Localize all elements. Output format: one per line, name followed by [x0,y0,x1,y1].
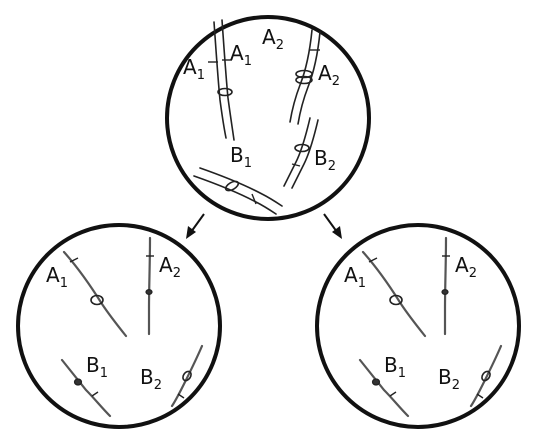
right-label-b1: B1 [384,353,406,381]
parent-b2-chromatid-1 [283,117,311,187]
right-b2-tick [476,393,484,399]
right-a1-chromatid [361,250,427,338]
right-a1-centromere [389,294,403,306]
left-label-b1: B1 [86,353,108,381]
parent-a1-chromatid-2 [221,19,235,141]
parent-label-a2-right: A2 [318,61,340,89]
parent-b2-chromatid-2 [291,119,319,189]
arrow-left-shaft [190,213,205,233]
left-label-b2: B2 [140,365,162,393]
parent-label-b1: B1 [230,143,252,171]
left-b2-centromere [182,370,192,382]
parent-chromosome-b2-pair [283,117,319,189]
left-a1-chromatid [62,250,128,338]
right-b2-chromatid [469,344,503,408]
parent-b2-centromere [294,143,310,153]
left-a2-chromatid [147,236,152,336]
right-a2-centromere [441,289,449,296]
right-chromosome-b2 [469,344,503,408]
right-b2-centromere [481,370,491,382]
right-chromosome-a1 [361,250,427,338]
parent-a2-centromere-2 [295,75,313,85]
left-a2-centromere [145,289,153,296]
arrow-to-right-daughter [323,213,342,239]
left-a1-tick [69,257,79,263]
right-b1-chromatid [358,358,410,418]
left-label-a1: A1 [46,263,68,291]
right-b1-centromere [371,378,381,386]
parent-a2-chromatid-1 [289,29,313,123]
right-label-a2: A2 [455,253,477,281]
right-a1-tick [368,257,378,263]
left-b1-tick [91,391,99,397]
parent-cell: A1 A1 A2 A2 B1 B2 [165,15,371,221]
parent-b1-centromere [224,180,240,192]
arrow-left-head [186,226,196,239]
parent-a2-centromere-1 [295,69,313,79]
right-chromosome-a2 [441,236,450,336]
right-b1-tick [389,391,397,397]
arrow-to-left-daughter [186,213,205,239]
parent-b1-tick [251,193,257,205]
arrow-right-head [332,226,342,239]
parent-a1-centromere [217,87,233,97]
right-label-b2: B2 [438,365,460,393]
right-daughter-cell: A1 A2 B1 B2 [315,223,521,429]
parent-a1-chromatid-1 [213,21,227,139]
parent-chromosome-a2-pair [289,29,321,125]
parent-label-b2: B2 [314,146,336,174]
right-chromosome-b1 [358,358,410,418]
parent-b2-tick [291,163,301,167]
left-a1-centromere [90,294,104,306]
parent-chromosome-b1-pair [193,167,283,215]
left-b2-tick [177,393,185,399]
parent-label-a1-left: A1 [183,55,205,83]
left-chromosome-a1 [62,250,128,338]
left-chromosome-a2 [145,236,154,336]
parent-b1-chromatid-1 [199,167,283,207]
parent-chromosome-a1-pair [208,19,235,141]
parent-label-a1-right: A1 [230,41,252,69]
parent-b1-chromatid-2 [193,175,277,215]
parent-label-a2-left: A2 [262,25,284,53]
left-b2-chromatid [170,344,204,408]
left-chromosome-b1 [60,358,112,418]
arrow-right-shaft [323,213,338,233]
left-b1-chromatid [60,358,112,418]
left-chromosome-b2 [170,344,204,408]
right-label-a1: A1 [344,263,366,291]
left-daughter-cell: A1 A2 B1 B2 [16,223,222,429]
right-a2-chromatid [443,236,448,336]
left-label-a2: A2 [159,253,181,281]
left-b1-centromere [73,378,83,386]
